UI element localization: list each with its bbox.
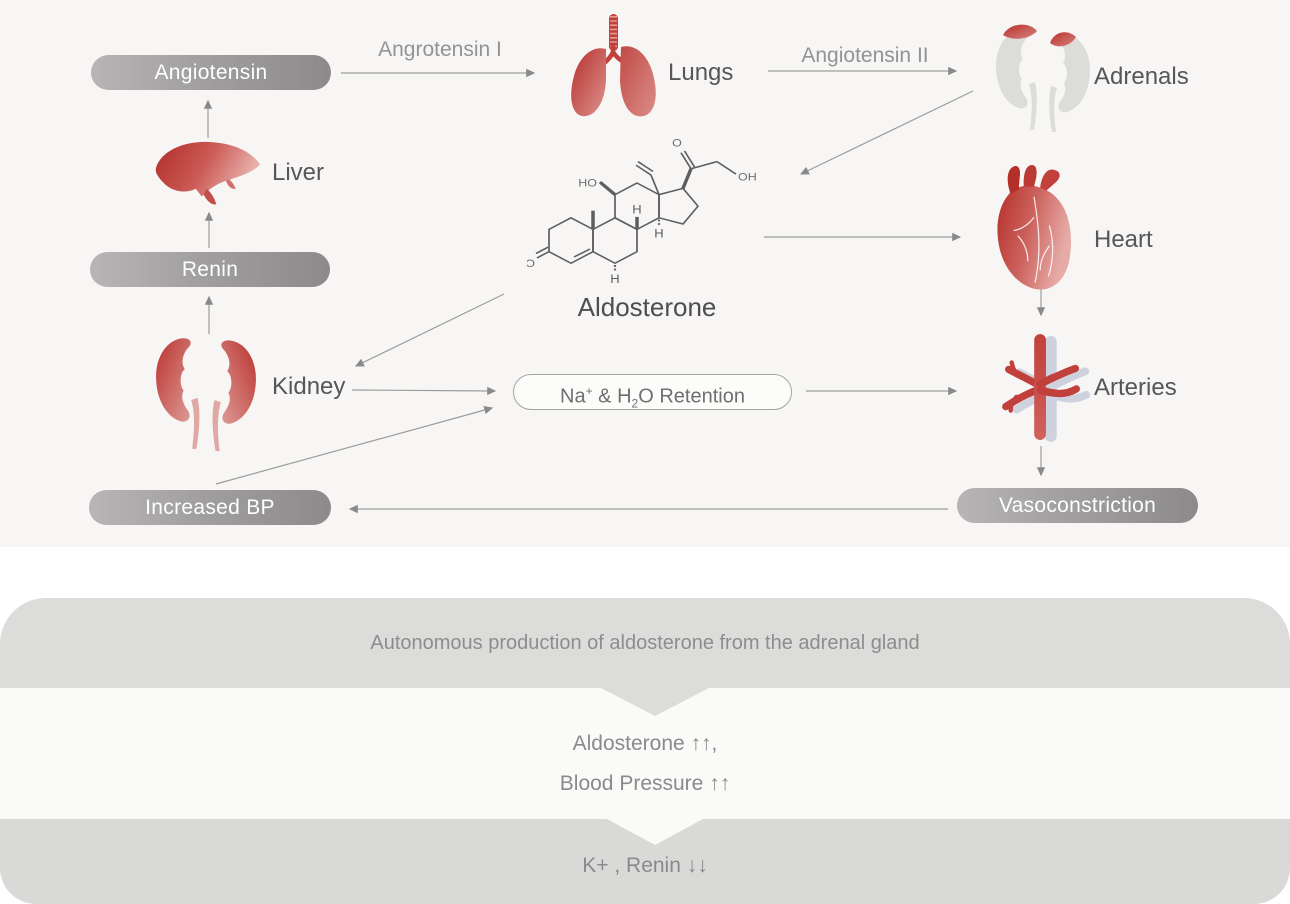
chevron-down-icon bbox=[601, 688, 709, 716]
oh-label: OH bbox=[738, 170, 757, 183]
na-tail: O Retention bbox=[638, 385, 745, 408]
na-base: Na bbox=[560, 385, 586, 408]
arteries-icon bbox=[1002, 334, 1091, 442]
banner-autonomous-production: Autonomous production of aldosterone fro… bbox=[0, 598, 1290, 688]
increased-bp-pill-label: Increased BP bbox=[145, 495, 275, 519]
angiotensin-ii-arrow-label: Angiotensin II bbox=[801, 44, 929, 67]
banner-bottom-text: K+ , Renin ↓↓ bbox=[582, 853, 708, 877]
increased-bp-pill: Increased BP bbox=[89, 490, 331, 525]
o-top-label: O bbox=[672, 136, 682, 149]
o-ketone-label: O bbox=[527, 256, 535, 269]
kidney-icon bbox=[156, 338, 256, 451]
vasoconstriction-pill: Vasoconstriction bbox=[957, 488, 1198, 523]
h-stereo-label: H bbox=[654, 227, 663, 240]
h-stereo-label: H bbox=[610, 273, 619, 286]
lungs-label: Lungs bbox=[668, 59, 734, 86]
liver-label: Liver bbox=[272, 159, 325, 186]
ho-label: HO bbox=[578, 176, 597, 189]
lungs-icon bbox=[571, 14, 656, 117]
na-sup: + bbox=[585, 384, 593, 398]
arteries-label: Arteries bbox=[1094, 374, 1177, 401]
heart-icon bbox=[997, 165, 1072, 290]
chevron-down-icon bbox=[607, 819, 703, 845]
angiotensin-pill: Angiotensin bbox=[91, 55, 331, 90]
liver-icon bbox=[155, 141, 261, 205]
renin-pill: Renin bbox=[90, 252, 330, 287]
angiotensin-i-arrow-label: Angrotensin I bbox=[378, 38, 502, 61]
h-stereo-label: H bbox=[632, 203, 641, 216]
heart-label: Heart bbox=[1094, 226, 1153, 253]
angiotensin-pill-label: Angiotensin bbox=[154, 60, 268, 84]
adrenals-label: Adrenals bbox=[1094, 63, 1189, 90]
raas-diagram-panel: Angrotensin I Angiotensin II Angiotensin… bbox=[89, 14, 1198, 525]
na-h2o-retention-pill: Na+ & H2O Retention bbox=[513, 374, 792, 411]
aldosterone-label: Aldosterone bbox=[577, 292, 717, 322]
kidney-label: Kidney bbox=[272, 373, 346, 400]
result-line-aldosterone: Aldosterone ↑↑, bbox=[572, 732, 718, 755]
adrenals-icon bbox=[996, 24, 1090, 132]
na-sub: 2 bbox=[631, 396, 639, 411]
vasoconstriction-pill-label: Vasoconstriction bbox=[998, 493, 1157, 517]
banner-top-text: Autonomous production of aldosterone fro… bbox=[370, 631, 920, 654]
na-mid: & H bbox=[592, 385, 632, 408]
renin-pill-label: Renin bbox=[181, 257, 239, 281]
result-line-blood-pressure: Blood Pressure ↑↑ bbox=[559, 772, 731, 795]
aldosterone-structure: HO O O OH H H H bbox=[527, 136, 757, 286]
